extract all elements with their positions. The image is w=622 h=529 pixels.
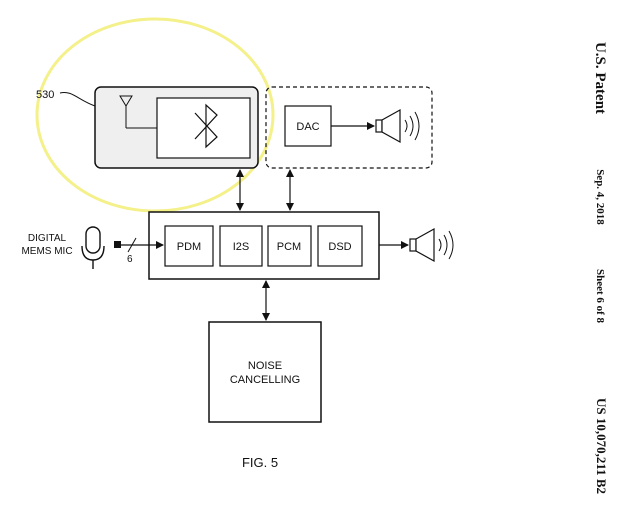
bus-width-slash [127,237,137,253]
noise-label-line2: CANCELLING [230,374,300,386]
microphone-icon [81,226,105,269]
mic-label-line2: MEMS MIC [21,246,72,257]
highlight-circle [35,17,275,213]
mic-label-line1: DIGITAL [28,233,67,244]
pdm-label: PDM [177,241,201,253]
noise-cancelling-block [208,321,322,423]
i2s-label: I2S [233,241,250,253]
speaker-icon [409,227,454,263]
dac-label: DAC [296,121,319,133]
pcm-label: PCM [277,241,301,253]
figure-caption: FIG. 5 [242,455,278,470]
noise-label-line1: NOISE [248,360,282,372]
bus-width-label: 6 [127,254,133,265]
patent-date: Sep. 4, 2018 [594,169,606,225]
dsd-block [317,225,363,267]
speaker-icon [375,108,420,144]
i2s-block [219,225,263,267]
reference-numeral: 530 [36,89,54,101]
dac-dashed-region [265,86,433,169]
pdm-block [164,225,214,267]
bluetooth-icon [194,103,218,149]
antenna-icon [119,95,157,129]
pcm-block [267,225,312,267]
patent-sheet: Sheet 6 of 8 [594,269,606,324]
patent-office-label: U.S. Patent [592,42,608,114]
reference-leader-line [59,91,96,107]
patent-number: US 10,070,211 B2 [594,398,609,494]
mic-connector [114,241,121,248]
bluetooth-chip-box [156,97,251,159]
dsd-label: DSD [328,241,351,253]
